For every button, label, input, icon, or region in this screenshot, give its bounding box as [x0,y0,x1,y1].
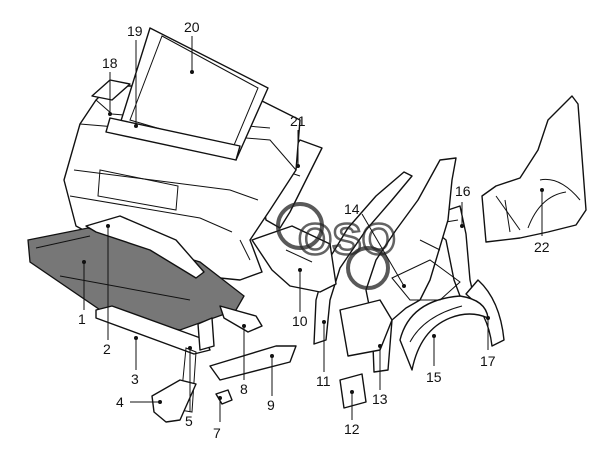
callout-10: 10 [292,313,308,329]
leader-lines [82,36,544,422]
part-22-rear-quarter-panel [481,95,587,243]
part-18-rear-frame [91,79,131,101]
callout-22: 22 [534,239,550,255]
callout-2: 2 [103,341,111,357]
callout-13: 13 [372,391,388,407]
callout-11: 11 [316,373,331,389]
callout-19: 19 [127,23,143,39]
part-9-rail [209,345,297,381]
callout-5: 5 [185,413,193,429]
part-19-cross-bar [105,117,241,161]
callout-labels: 1 2 3 4 5 7 8 9 10 11 12 13 14 15 16 17 … [78,19,550,441]
callout-15: 15 [426,369,442,385]
part-5-bracket [179,317,215,413]
callout-12: 12 [344,421,360,437]
callout-21: 21 [290,113,306,129]
watermark-text: OSO [298,215,396,264]
callout-14: 14 [344,201,360,217]
callout-4: 4 [116,394,124,410]
callout-16: 16 [455,183,471,199]
watermark-logo: OSO [276,202,397,290]
callout-7: 7 [213,425,221,441]
callout-8: 8 [240,381,248,397]
part-2-strip [85,215,205,279]
callout-17: 17 [480,353,496,369]
part-4-lower-rail [151,379,197,423]
part-15-wheel-arch-inner [399,295,489,371]
callout-3: 3 [131,371,139,387]
callout-18: 18 [102,55,118,71]
callout-20: 20 [184,19,200,35]
callout-1: 1 [78,311,86,327]
part-3-long-rail [95,305,211,355]
part-8-bracket [219,305,263,333]
callout-9: 9 [267,397,275,413]
